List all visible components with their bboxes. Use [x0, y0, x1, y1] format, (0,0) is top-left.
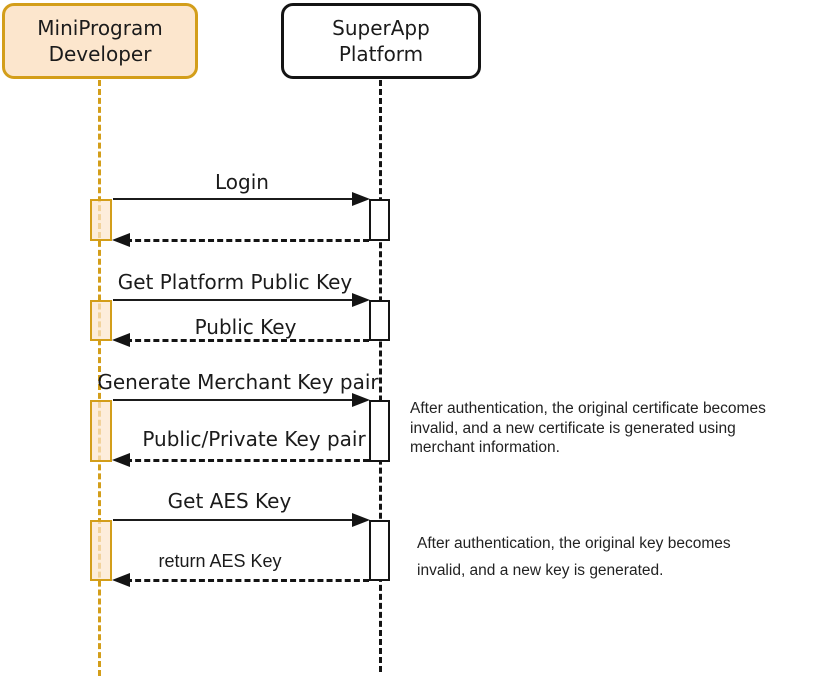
actor-label-line1: SuperApp: [332, 16, 430, 40]
actor-superapp-platform: SuperApp Platform: [281, 3, 481, 79]
note-line: merchant information.: [410, 439, 560, 456]
activation-platform: [369, 199, 390, 241]
arrowhead-right-icon: [352, 192, 370, 206]
note-certificate-regeneration: After authentication, the original certi…: [410, 399, 838, 458]
message-call-line: [113, 519, 353, 521]
activation-platform: [369, 300, 390, 341]
arrowhead-right-icon: [352, 513, 370, 527]
message-return-label: return AES Key: [158, 551, 282, 571]
activation-developer: [90, 300, 112, 341]
lifeline-platform: [379, 80, 382, 672]
message-return-line: [126, 579, 369, 582]
message-return-line: [126, 239, 369, 242]
activation-platform: [369, 520, 390, 581]
message-call-label: Generate Merchant Key pair: [97, 370, 379, 394]
arrowhead-right-icon: [352, 293, 370, 307]
note-line: After authentication, the original certi…: [410, 400, 766, 417]
message-return-line: [126, 459, 369, 462]
note-line: invalid, and a new certificate is genera…: [410, 419, 736, 437]
arrowhead-left-icon: [112, 333, 130, 347]
activation-developer: [90, 199, 112, 241]
actor-label-line2: Developer: [48, 42, 152, 66]
message-call-line: [113, 399, 353, 401]
message-return-line: [126, 339, 369, 342]
lifeline-developer: [98, 80, 101, 676]
activation-developer: [90, 400, 112, 462]
message-call-label: Get Platform Public Key: [117, 270, 353, 294]
message-call-label: Login: [215, 170, 269, 194]
actor-label-line2: Platform: [338, 42, 424, 66]
message-call-line: [113, 299, 353, 301]
activation-platform: [369, 400, 390, 462]
arrowhead-left-icon: [112, 233, 130, 247]
message-return-label: Public/Private Key pair: [142, 427, 366, 451]
message-return-label: Public Key: [194, 315, 297, 339]
actor-label: SuperApp Platform: [332, 15, 430, 67]
note-line: invalid, and a new key is generated.: [417, 562, 664, 579]
arrowhead-left-icon: [112, 453, 130, 467]
note-key-regeneration: After authentication, the original key b…: [417, 530, 838, 584]
actor-miniprogram-developer: MiniProgram Developer: [2, 3, 198, 79]
activation-developer: [90, 520, 112, 581]
message-call-label: Get AES Key: [167, 489, 292, 513]
arrowhead-left-icon: [112, 573, 130, 587]
note-line: After authentication, the original key b…: [417, 535, 731, 552]
message-call-line: [113, 198, 353, 200]
actor-label: MiniProgram Developer: [37, 15, 162, 67]
arrowhead-right-icon: [352, 393, 370, 407]
actor-label-line1: MiniProgram: [37, 16, 163, 40]
